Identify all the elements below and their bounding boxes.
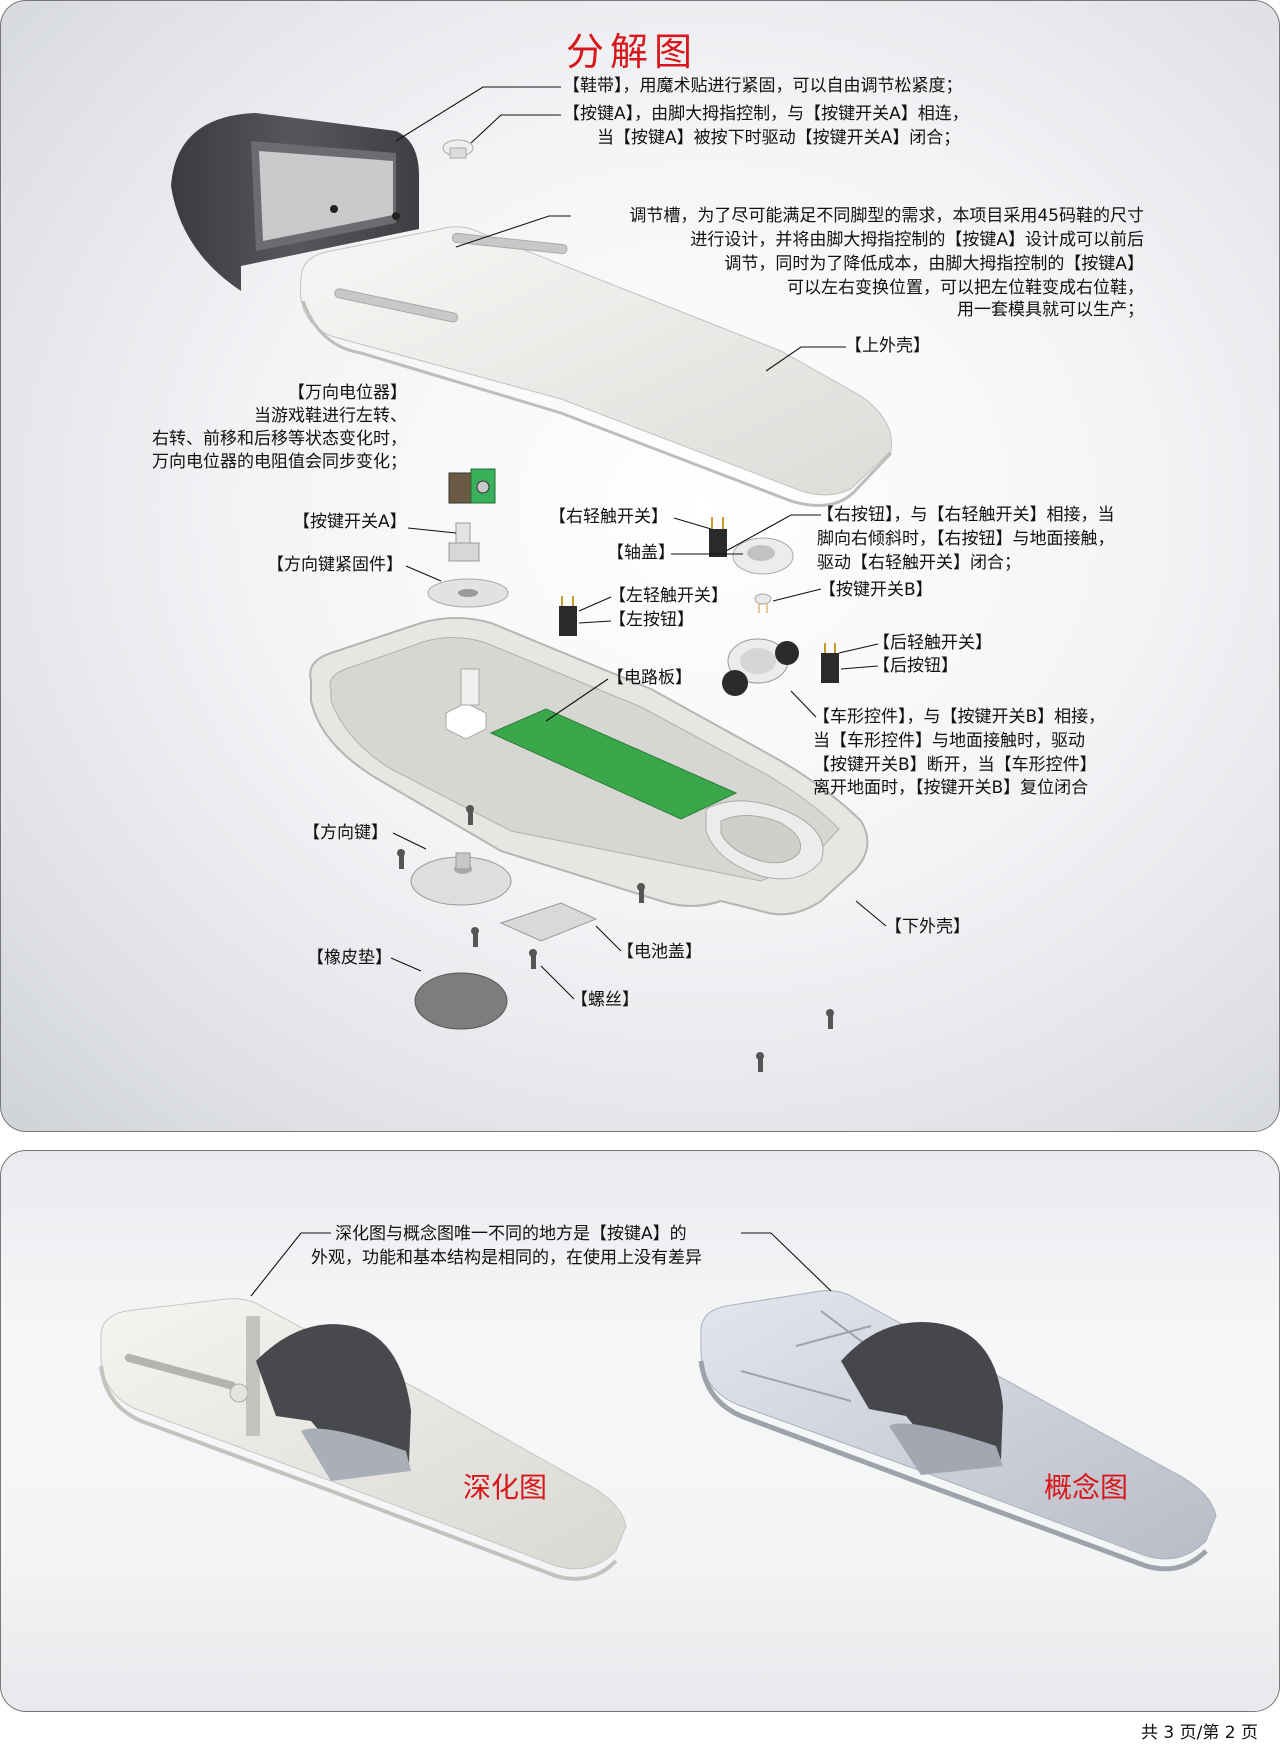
comparison-note-line-1: 深化图与概念图唯一不同的地方是【按键A】的 xyxy=(335,1224,687,1244)
comparison-leader-lines xyxy=(250,1232,832,1297)
rear-button-label: 【后按钮】 xyxy=(873,656,958,676)
battery-cover-label: 【电池盖】 xyxy=(617,942,702,962)
right-tact-switch-part xyxy=(709,517,727,557)
wheel-control-part xyxy=(722,638,799,696)
exploded-view-panel: 分解图 【鞋带】，用魔术贴进行紧固，可以自由调节松紧度； 【按键A】，由脚大拇指… xyxy=(0,0,1280,1132)
concept-product-render xyxy=(698,1290,1217,1572)
battery-cover-part xyxy=(499,902,598,942)
potentiometer-label-line-2: 当游戏鞋进行左转、 xyxy=(254,406,407,426)
key-switch-b-label: 【按键开关B】 xyxy=(819,580,933,600)
refined-product-render xyxy=(99,1298,627,1581)
rear-tact-switch-label: 【后轻触开关】 xyxy=(873,633,992,653)
right-tact-switch-label: 【右轻触开关】 xyxy=(549,507,668,527)
direction-key-part xyxy=(410,852,512,906)
potentiometer-label-line-1: 【万向电位器】 xyxy=(288,383,407,403)
key-switch-a-part xyxy=(448,522,480,562)
axle-cap-part xyxy=(732,537,794,575)
direction-fastener-label: 【方向键紧固件】 xyxy=(267,555,403,575)
screws-label: 【螺丝】 xyxy=(571,990,639,1010)
rear-tact-switch-part xyxy=(821,643,839,683)
potentiometer-label-line-3: 右转、前移和后移等状态变化时， xyxy=(152,429,407,449)
axle-cap-label: 【轴盖】 xyxy=(607,543,675,563)
adjust-slot-label-line-3: 调节，同时为了降低成本，由脚大拇指控制的【按键A】 xyxy=(724,254,1144,274)
lower-shell-label: 【下外壳】 xyxy=(885,917,970,937)
leader-lines xyxy=(390,86,887,1000)
rubber-pad-part xyxy=(414,972,508,1030)
key-switch-b-part xyxy=(754,593,772,613)
adjust-slot-label-line-2: 进行设计，并将由脚大拇指控制的【按键A】设计成可以前后 xyxy=(690,230,1144,250)
comparison-panel: 深化图与概念图唯一不同的地方是【按键A】的 外观，功能和基本结构是相同的，在使用… xyxy=(0,1150,1280,1712)
fastener-hole xyxy=(458,589,478,597)
circuit-board-part xyxy=(489,708,738,820)
right-button-label-line-3: 驱动【右轻触开关】闭合； xyxy=(817,553,1021,573)
adjust-slot-label-line-5: 用一套模具就可以生产； xyxy=(957,300,1144,320)
page-title: 分解图 xyxy=(566,30,699,74)
potentiometer-part xyxy=(448,468,496,504)
direction-key-label: 【方向键】 xyxy=(303,823,388,843)
strap-label: 【鞋带】，用魔术贴进行紧固，可以自由调节松紧度； xyxy=(563,76,963,96)
concept-view-label: 概念图 xyxy=(1044,1471,1129,1504)
adjust-slot-label-line-4: 可以左右变换位置，可以把左位鞋变成右位鞋， xyxy=(787,278,1144,298)
strap-part xyxy=(171,113,419,291)
right-button-label-line-2: 脚向右倾斜时，【右按钮】与地面接触， xyxy=(817,529,1115,549)
key-switch-a-label: 【按键开关A】 xyxy=(293,512,407,532)
key-a-part xyxy=(442,139,474,159)
refined-view-label: 深化图 xyxy=(463,1471,548,1504)
left-tact-switch-part xyxy=(559,596,577,636)
exploded-view-illustration xyxy=(171,86,893,1072)
wheel-control-label-line-1: 【车形控件】，与【按键开关B】相接， xyxy=(813,707,1106,727)
comparison-note-line-2: 外观，功能和基本结构是相同的，在使用上没有差异 xyxy=(311,1248,702,1268)
rubber-pad-label: 【橡皮垫】 xyxy=(307,948,392,968)
left-button-label: 【左按钮】 xyxy=(609,610,694,630)
key-a-label-line-1: 【按键A】，由脚大拇指控制，与【按键开关A】相连， xyxy=(563,104,969,124)
potentiometer-label-line-4: 万向电位器的电阻值会同步变化； xyxy=(152,452,407,472)
wheel-control-label-line-4: 离开地面时，【按键开关B】复位闭合 xyxy=(813,778,1089,798)
circuit-board-label: 【电路板】 xyxy=(607,668,692,688)
adjust-slot-label-line-1: 调节槽，为了尽可能满足不同脚型的需求，本项目采用45码鞋的尺寸 xyxy=(629,206,1144,226)
left-tact-switch-label: 【左轻触开关】 xyxy=(609,586,728,606)
key-a-label-line-2: 当【按键A】被按下时驱动【按键开关A】闭合； xyxy=(597,128,961,148)
upper-shell-label: 【上外壳】 xyxy=(845,336,930,356)
right-button-label-line-1: 【右按钮】，与【右轻触开关】相接，当 xyxy=(817,505,1115,525)
page-number: 共 3 页/第 2 页 xyxy=(1141,1723,1258,1743)
screws-part xyxy=(397,805,834,1072)
wheel-control-label-line-3: 【按键开关B】断开，当【车形控件】 xyxy=(813,755,1097,775)
wheel-control-label-line-2: 当【车形控件】与地面接触时，驱动 xyxy=(813,731,1085,751)
comparison-illustration xyxy=(99,1232,1217,1581)
